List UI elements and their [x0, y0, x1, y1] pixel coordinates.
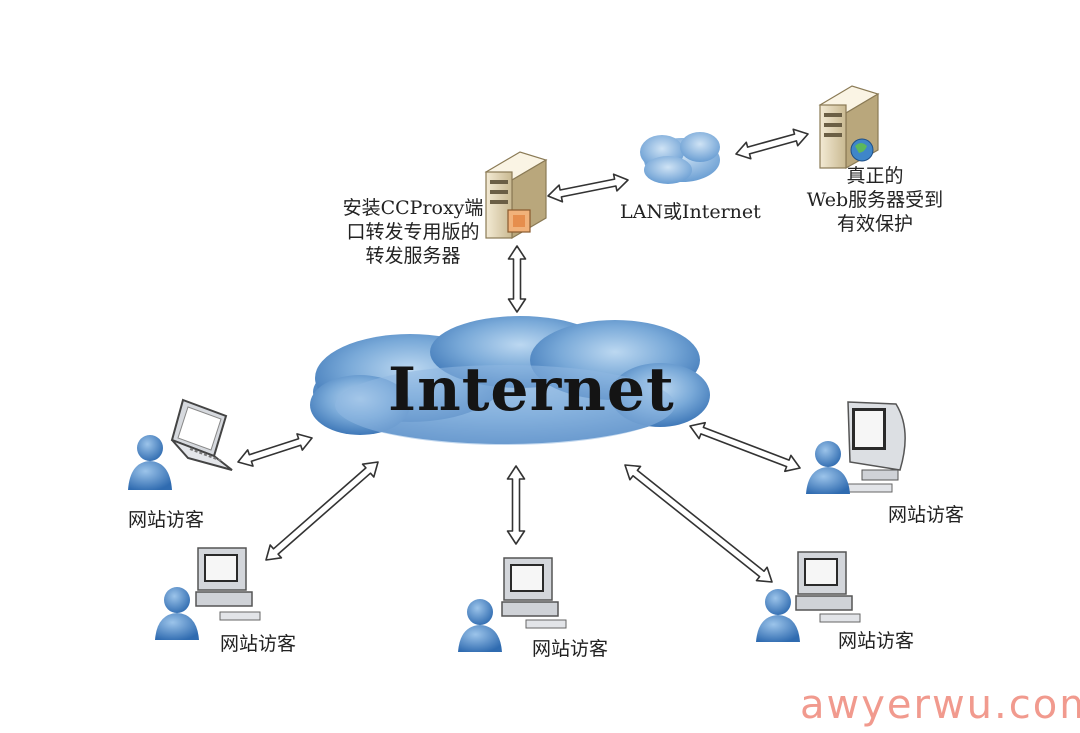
visitor-label: 网站访客 — [220, 633, 297, 655]
desktop-icon — [501, 557, 567, 629]
web-server-label-line: 真正的 — [846, 165, 904, 187]
visitor-label: 网站访客 — [128, 509, 205, 531]
double-arrow-icon — [507, 245, 527, 313]
person-icon — [806, 441, 850, 494]
proxy-server-label-line: 安装CCProxy端 — [342, 197, 484, 219]
person-icon — [458, 599, 502, 652]
monitor-icon — [841, 401, 906, 493]
visitor-label: 网站访客 — [888, 504, 965, 526]
double-arrow-icon — [735, 128, 809, 160]
internet-label: Internet — [388, 355, 675, 425]
web-server-label-line: 有效保护 — [836, 213, 913, 235]
desktop-icon — [795, 551, 861, 623]
desktop-icon — [195, 547, 261, 621]
web-server-icon — [818, 85, 880, 170]
lan-label: LAN或Internet — [620, 201, 761, 223]
person-icon — [128, 435, 172, 490]
double-arrow-icon — [506, 465, 526, 545]
laptop-icon — [170, 398, 233, 471]
person-icon — [756, 589, 800, 642]
proxy-server-label-line: 转发服务器 — [365, 245, 461, 267]
proxy-server-label-line: 口转发专用版的 — [346, 221, 480, 243]
double-arrow-icon — [237, 433, 313, 467]
visitor-label: 网站访客 — [838, 630, 915, 652]
double-arrow-icon — [689, 421, 801, 473]
double-arrow-icon — [547, 173, 629, 203]
web-server-label: 真正的 Web服务器受到 有效保护 — [800, 164, 950, 236]
proxy-server-label: 安装CCProxy端 口转发专用版的 转发服务器 — [340, 196, 486, 268]
double-arrow-icon — [624, 464, 773, 583]
double-arrow-icon — [265, 461, 379, 561]
visitor-label: 网站访客 — [532, 638, 609, 660]
person-icon — [155, 587, 199, 640]
proxy-server-icon — [484, 151, 548, 240]
lan-cloud — [640, 132, 720, 184]
internet-cloud — [310, 316, 710, 445]
web-server-label-line: Web服务器受到 — [806, 189, 944, 211]
connection-arrows — [237, 128, 809, 583]
watermark: awyerwu.com — [800, 682, 1080, 728]
